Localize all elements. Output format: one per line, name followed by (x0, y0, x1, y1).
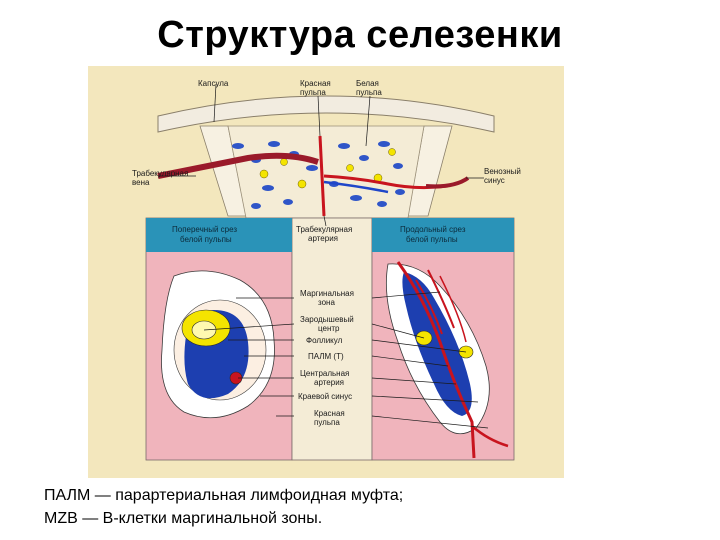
label-cross-section-1: Поперечный срез (172, 225, 237, 234)
label-red-pulp-top-2: пульпа (300, 88, 326, 97)
label-marginal-zone-2: зона (318, 298, 335, 307)
label-palm: ПАЛМ (Т) (308, 352, 344, 361)
label-cross-section-2: белой пульпы (180, 235, 232, 244)
label-red-pulp-top-1: Красная (300, 79, 331, 88)
label-trabecular-vein-2: вена (132, 178, 150, 187)
central-artery-longitudinal (396, 261, 476, 459)
label-germinal-center-2: центр (318, 324, 340, 333)
label-marginal-zone-1: Маргинальная (300, 289, 354, 298)
label-central-artery-1: Центральная (300, 369, 349, 378)
label-trabecular-artery-2: артерия (308, 234, 338, 243)
label-longitudinal-section-2: белой пульпы (406, 235, 458, 244)
label-germinal-center-1: Зародышевый (300, 315, 354, 324)
cross-section-header (146, 218, 292, 252)
label-capsule: Капсула (198, 79, 229, 88)
lower-panel-center (291, 217, 373, 461)
label-marginal-sinus: Краевой синус (298, 392, 352, 401)
label-longitudinal-section-1: Продольный срез (400, 225, 466, 234)
label-white-pulp-2: пульпа (356, 88, 382, 97)
label-trabecular-vein-1: Трабекулярная (132, 169, 188, 178)
upper-vein-branch (323, 180, 389, 194)
caption-line-palm: ПАЛМ — парартериальная лимфоидная муфта; (44, 487, 404, 504)
label-venous-sinus-1: Венозный (484, 167, 521, 176)
label-red-pulp-bottom-2: пульпа (314, 418, 340, 427)
label-follicle: Фолликул (306, 336, 343, 345)
caption: ПАЛМ — парартериальная лимфоидная муфта;… (44, 484, 704, 530)
label-white-pulp-1: Белая (356, 79, 379, 88)
longitudinal-section-header (372, 218, 514, 252)
leader-lines (158, 83, 489, 429)
spleen-structure-diagram: Капсула Красная пульпа Белая пульпа Траб… (88, 66, 564, 478)
cross-section-white-pulp (161, 270, 275, 419)
label-trabecular-artery-1: Трабекулярная (296, 225, 352, 234)
label-central-artery-2: артерия (314, 378, 344, 387)
venous-sinus-vessel (425, 176, 470, 189)
trabecular-vein-vessel (157, 152, 319, 179)
caption-line-mzb: MZB — В-клетки маргинальной зоны. (44, 510, 323, 527)
longitudinal-section-white-pulp (386, 261, 509, 459)
upper-artery-left (318, 135, 326, 217)
capsule (157, 95, 495, 133)
label-venous-sinus-2: синус (484, 176, 505, 185)
slide-title: Структура селезенки (157, 14, 563, 56)
label-red-pulp-bottom-1: Красная (314, 409, 345, 418)
